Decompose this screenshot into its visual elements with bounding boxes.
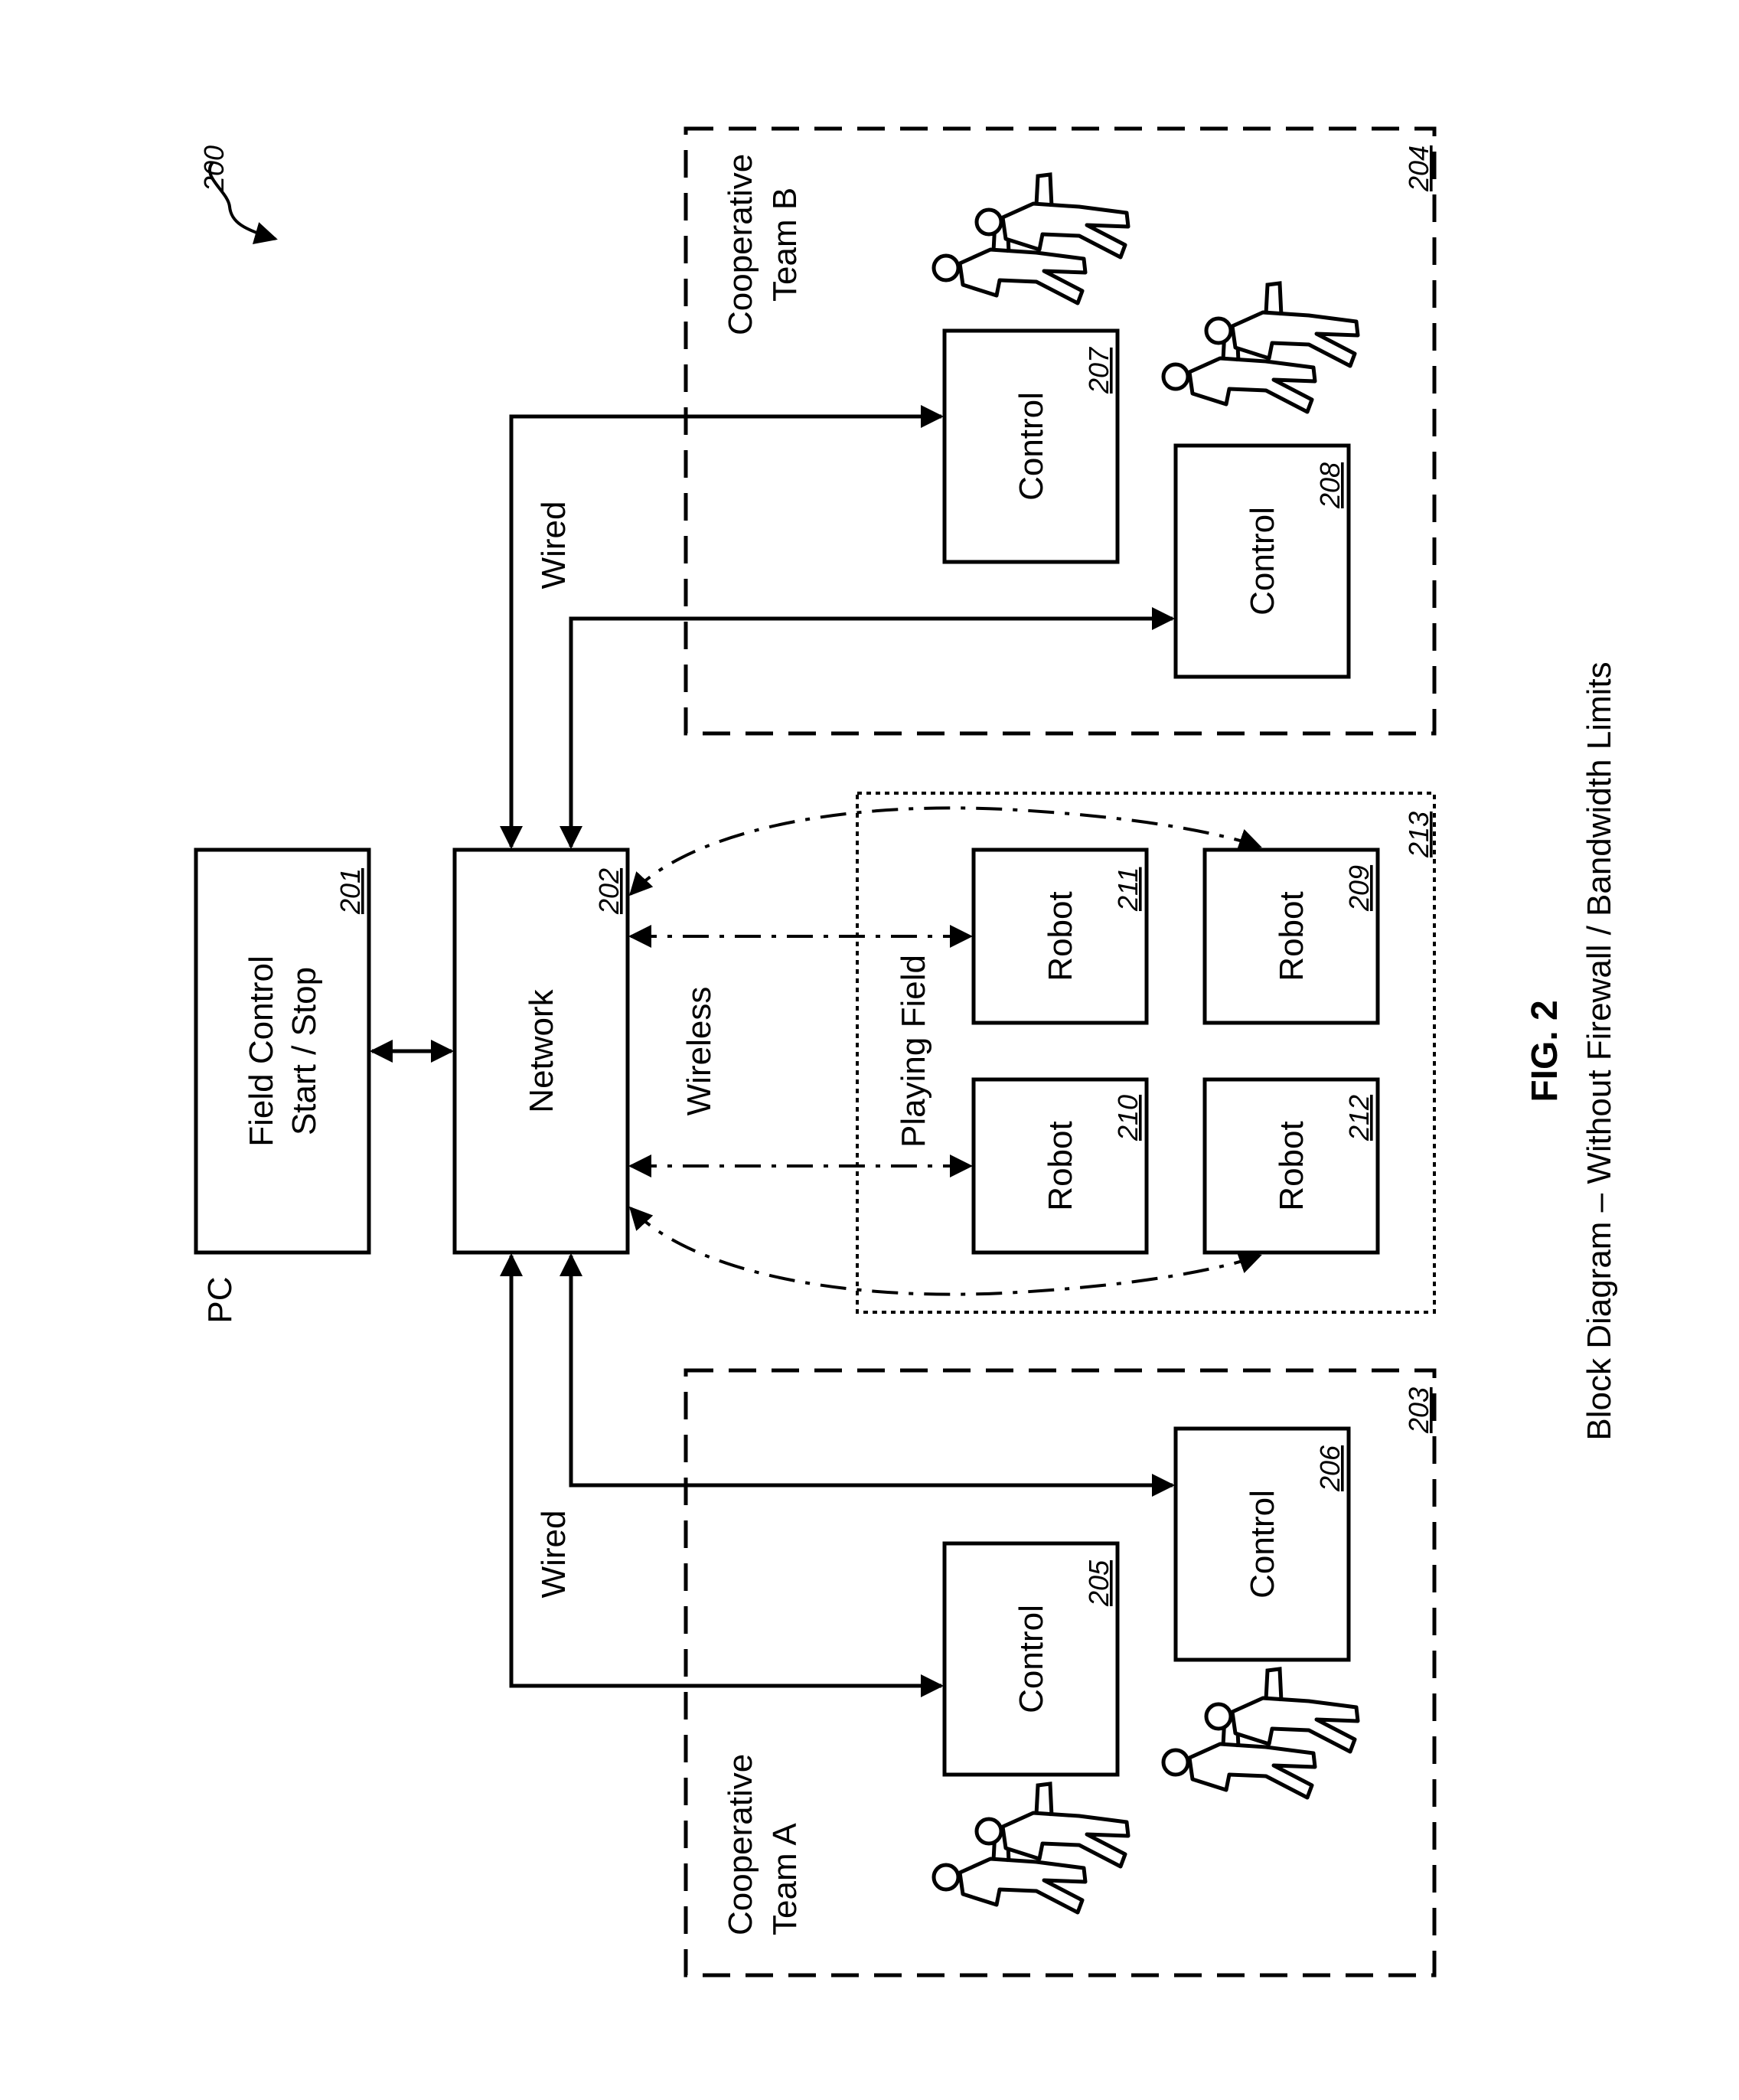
person-icon <box>1206 1669 1358 1752</box>
field-control-line2: Start / Stop <box>285 967 323 1135</box>
network-label: Network <box>523 988 560 1112</box>
wired-link-207 <box>511 416 941 847</box>
control-box-205: Control 205 <box>945 1543 1117 1775</box>
robot-box-209: Robot 209 <box>1205 850 1378 1023</box>
figure-title: FIG. 2 <box>1525 1000 1565 1102</box>
field-control-ref: 201 <box>334 868 366 915</box>
team-a-ref: 203 <box>1403 1387 1434 1434</box>
robot-label: Robot <box>1273 1121 1310 1210</box>
team-b-line1: Cooperative <box>722 154 759 335</box>
wired-label-b: Wired <box>535 501 573 590</box>
wireless-link-209 <box>631 808 1260 894</box>
control-label: Control <box>1013 1605 1050 1713</box>
robot-label: Robot <box>1042 891 1079 981</box>
pc-label: PC <box>201 1276 239 1323</box>
team-b-line2: Team B <box>766 188 804 302</box>
robot-ref: 209 <box>1343 865 1375 912</box>
figure-ref: 200 <box>198 145 230 192</box>
field-control-box: Field Control Start / Stop 201 <box>196 850 369 1252</box>
wireless-label: Wireless <box>680 987 718 1116</box>
network-ref: 202 <box>593 868 625 915</box>
control-label: Control <box>1244 507 1281 616</box>
control-box-206: Control 206 <box>1176 1429 1349 1660</box>
network-box: Network 202 <box>455 850 628 1252</box>
field-control-line1: Field Control <box>243 955 280 1146</box>
team-a-line1: Cooperative <box>722 1754 759 1935</box>
wired-label-a: Wired <box>535 1510 573 1599</box>
wireless-link-212 <box>631 1208 1260 1295</box>
control-box-208: Control 208 <box>1176 446 1349 677</box>
figure-caption: Block Diagram – Without Firewall / Bandw… <box>1581 661 1618 1440</box>
control-label: Control <box>1013 392 1050 501</box>
robot-ref: 211 <box>1112 867 1144 912</box>
robot-ref: 212 <box>1343 1095 1375 1141</box>
team-a-line2: Team A <box>766 1823 804 1935</box>
playing-field-ref: 213 <box>1403 812 1434 858</box>
control-box-207: Control 207 <box>945 331 1117 562</box>
person-icon <box>1206 283 1358 366</box>
person-icon <box>977 1784 1128 1866</box>
control-ref: 206 <box>1314 1445 1346 1492</box>
control-label: Control <box>1244 1490 1281 1599</box>
control-ref: 205 <box>1083 1559 1114 1607</box>
robot-box-210: Robot 210 <box>974 1079 1147 1252</box>
robot-label: Robot <box>1273 891 1310 981</box>
control-ref: 208 <box>1314 462 1346 509</box>
robot-label: Robot <box>1042 1121 1079 1210</box>
person-icon <box>977 175 1128 257</box>
robot-ref: 210 <box>1112 1095 1144 1141</box>
robot-box-212: Robot 212 <box>1205 1079 1378 1252</box>
wired-link-205 <box>511 1256 941 1686</box>
wired-link-208 <box>571 619 1173 847</box>
robot-box-211: Robot 211 <box>974 850 1147 1023</box>
team-b-ref: 204 <box>1403 145 1434 192</box>
control-ref: 207 <box>1083 346 1114 394</box>
playing-field-label: Playing Field <box>895 955 932 1148</box>
